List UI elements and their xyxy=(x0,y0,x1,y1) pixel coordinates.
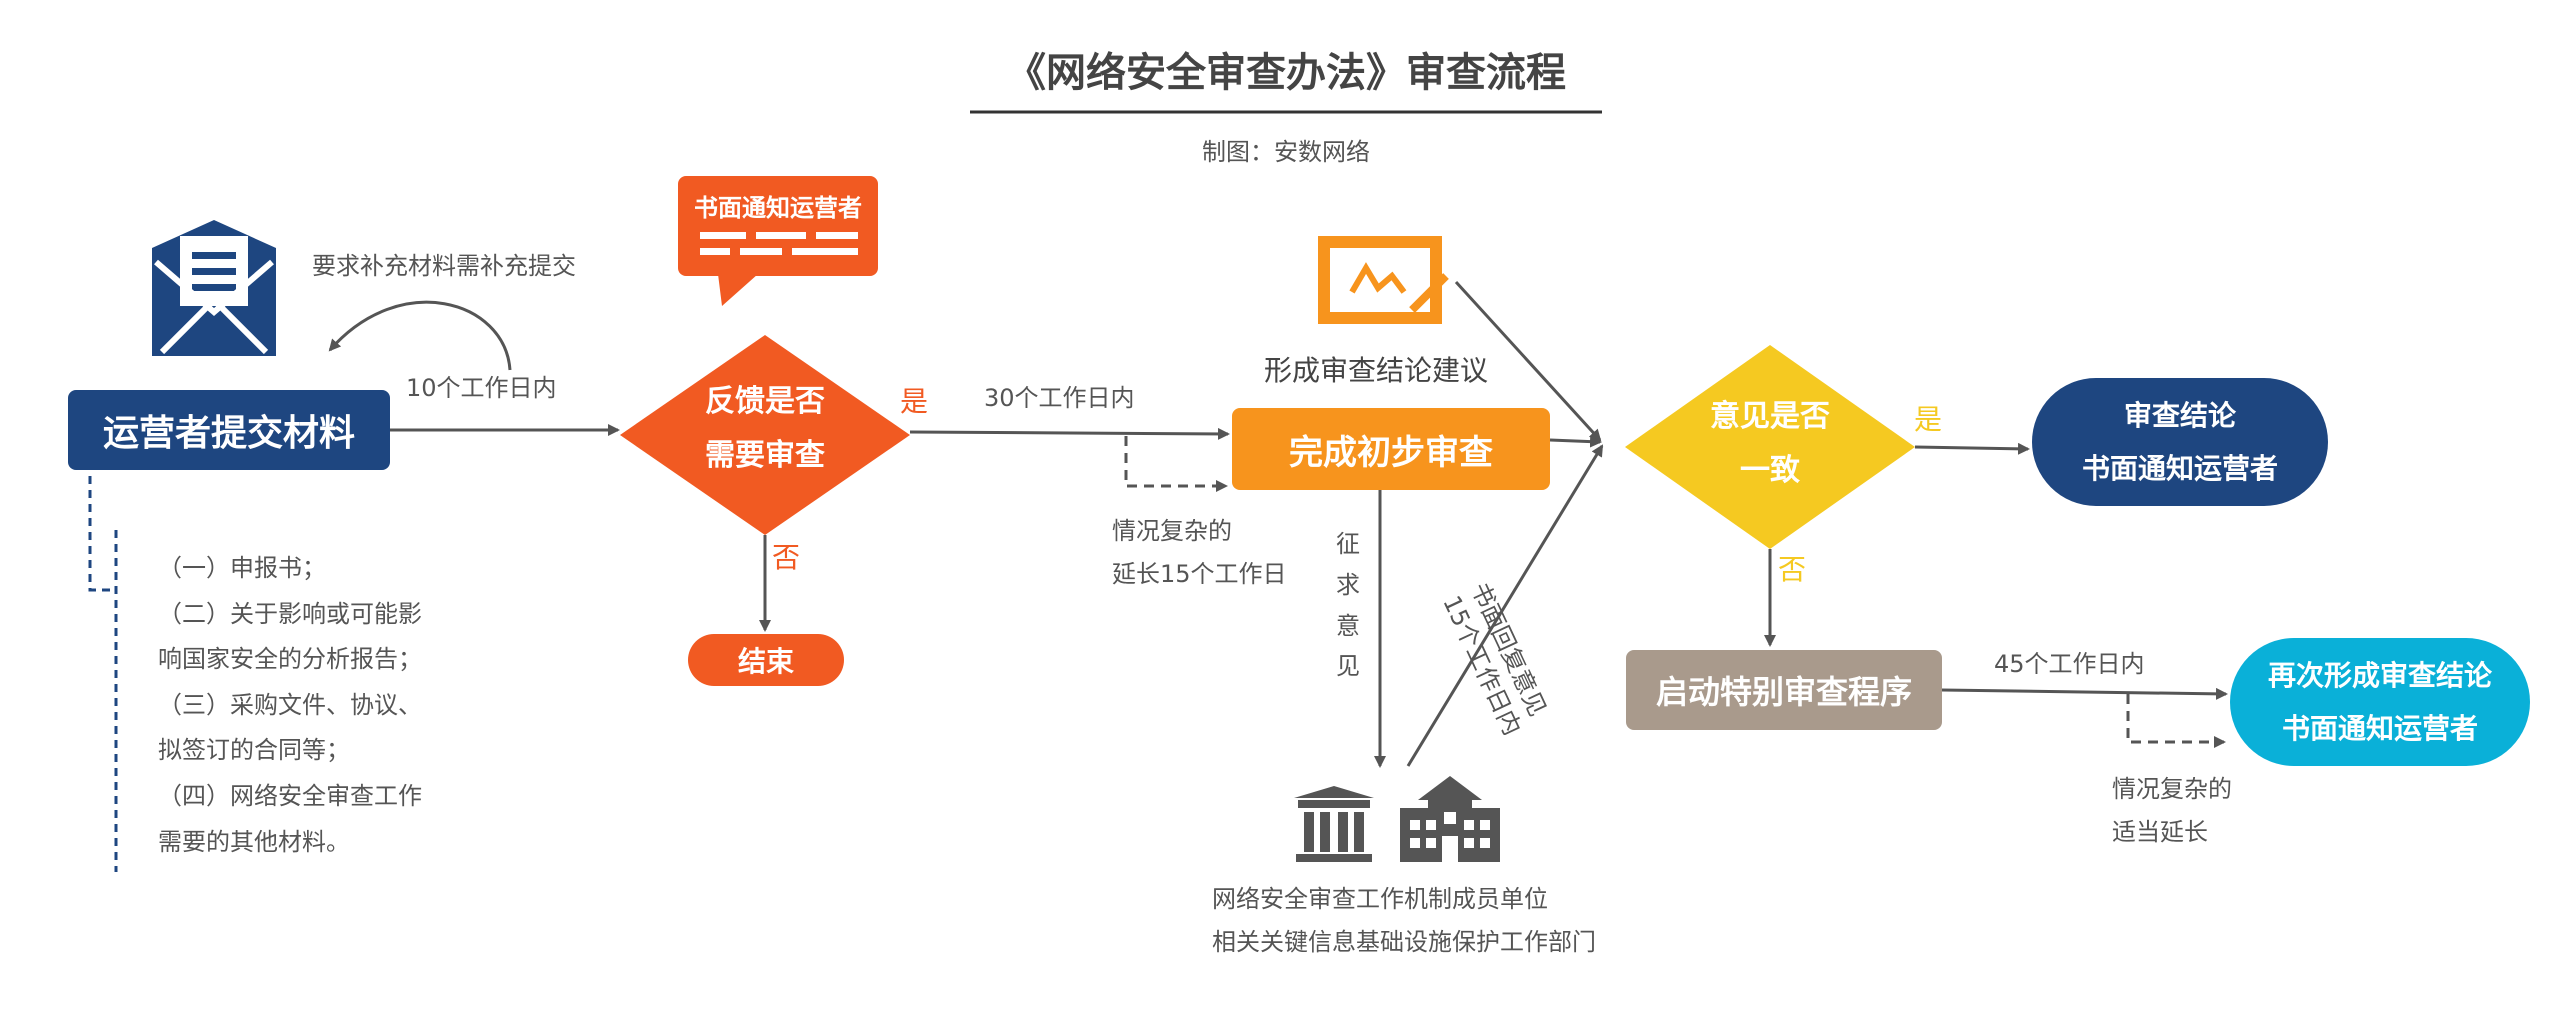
org-line-2: 相关关键信息基础设施保护工作部门 xyxy=(1212,928,1596,957)
feedback-line-1: 反馈是否 xyxy=(705,384,825,419)
materials-bracket xyxy=(88,476,116,592)
complex-extension-1: 情况复杂的 延长15个工作日 xyxy=(1112,510,1287,596)
org-line-1: 网络安全审查工作机制成员单位 xyxy=(1212,885,1548,913)
arrow-prelim-agree xyxy=(1549,435,1602,448)
notice-bubble xyxy=(678,176,878,306)
dashed-extension-2 xyxy=(2126,694,2226,748)
materials-item: 拟签订的合同等； xyxy=(158,736,350,765)
subtitle: 制图：安数网络 xyxy=(1202,138,1370,166)
submit-materials-node: 运营者提交材料 xyxy=(68,390,390,470)
feedback-diamond-label: 反馈是否 需要审查 xyxy=(660,375,870,483)
notice-bubble-label: 书面通知运营者 xyxy=(694,194,862,222)
form-advice-label: 形成审查结论建议 xyxy=(1264,354,1489,387)
end-node: 结束 xyxy=(688,634,844,686)
materials-list: （一）申报书； （二）关于影响或可能影 响国家安全的分析报告； （三）采购文件、… xyxy=(158,546,422,865)
reconclusion-line-2: 书面通知运营者 xyxy=(2281,712,2478,745)
solicit-char-4: 见 xyxy=(1336,652,1360,681)
complex1-line-1: 情况复杂的 xyxy=(1112,517,1232,545)
agree-line-1: 意见是否 xyxy=(1710,399,1830,434)
dashed-extension-1 xyxy=(1124,436,1228,492)
arrow-orgs-agree xyxy=(1406,444,1604,767)
special-review-node: 启动特别审查程序 xyxy=(1626,650,1942,730)
complex2-line-2: 适当延长 xyxy=(2112,818,2208,847)
no-label-1: 否 xyxy=(772,541,801,574)
envelope-icon xyxy=(152,220,276,356)
solicit-char-2: 求 xyxy=(1336,570,1360,599)
thirty-days-label: 30个工作日内 xyxy=(984,384,1135,412)
yes-label-1: 是 xyxy=(900,385,929,418)
reconclusion-line-1: 再次形成审查结论 xyxy=(2267,658,2492,692)
government-building-icon xyxy=(1294,786,1374,862)
preliminary-review-node: 完成初步审查 xyxy=(1232,408,1550,490)
feedback-line-2: 需要审查 xyxy=(705,438,825,473)
arrow-special-reconclusion xyxy=(1941,687,2228,700)
pen-document-icon xyxy=(1318,236,1449,324)
yes-label-2: 是 xyxy=(1914,403,1943,436)
ten-days-label: 10个工作日内 xyxy=(406,374,557,402)
organizations-label: 网络安全审查工作机制成员单位 相关关键信息基础设施保护工作部门 xyxy=(1212,878,1596,964)
complex1-line-2: 延长15个工作日 xyxy=(1112,560,1287,589)
materials-item: 需要的其他材料。 xyxy=(158,827,350,856)
materials-item: （四）网络安全审查工作 xyxy=(158,781,422,810)
materials-item: 响国家安全的分析报告； xyxy=(158,645,422,674)
solicit-char-1: 征 xyxy=(1336,530,1360,558)
agree-diamond-label: 意见是否 一致 xyxy=(1665,390,1875,498)
conclusion-line-2: 书面通知运营者 xyxy=(2081,452,2278,485)
forty-five-days-label: 45个工作日内 xyxy=(1994,650,2145,678)
arrow-agree-conclusion xyxy=(1914,442,2030,455)
agree-diamond xyxy=(1625,345,1915,549)
arrow-feedback-prelim xyxy=(909,427,1230,440)
solicit-opinion-label: 征 求 意 见 xyxy=(1336,524,1360,687)
arrow-advice-agree xyxy=(1454,280,1602,442)
supplement-label: 要求补充材料需补充提交 xyxy=(312,252,576,280)
page-title: 《网络安全审查办法》审查流程 xyxy=(1006,50,1566,96)
office-building-icon xyxy=(1400,776,1500,862)
materials-item: （三）采购文件、协议、 xyxy=(158,690,422,719)
re-conclusion-node: 再次形成审查结论 书面通知运营者 xyxy=(2230,638,2530,766)
materials-item: （一）申报书； xyxy=(158,554,326,582)
feedback-diamond xyxy=(620,335,910,535)
complex2-line-1: 情况复杂的 xyxy=(2112,775,2232,803)
no-label-2: 否 xyxy=(1778,553,1807,586)
complex-extension-2: 情况复杂的 适当延长 xyxy=(2112,768,2232,854)
conclusion-line-1: 审查结论 xyxy=(2123,398,2236,432)
agree-line-2: 一致 xyxy=(1740,453,1800,488)
materials-item: （二）关于影响或可能影 xyxy=(158,599,422,628)
loop-back-arrow xyxy=(328,300,512,371)
solicit-char-3: 意 xyxy=(1336,611,1360,640)
review-conclusion-node: 审查结论 书面通知运营者 xyxy=(2032,378,2328,506)
